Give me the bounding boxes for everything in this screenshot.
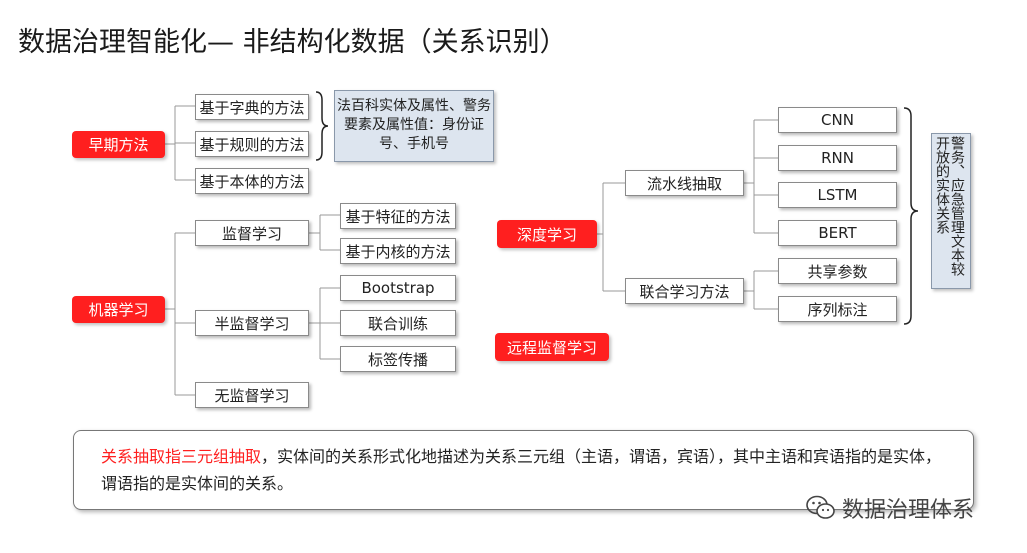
node-bert: BERT bbox=[778, 220, 897, 246]
node-unsupervised-learning: 无监督学习 bbox=[195, 382, 309, 408]
node-rule-method: 基于规则的方法 bbox=[195, 131, 309, 157]
node-co-training: 联合训练 bbox=[340, 310, 456, 336]
node-shared-params: 共享参数 bbox=[778, 258, 897, 284]
node-sequence-labeling: 序列标注 bbox=[778, 296, 897, 322]
wechat-icon bbox=[806, 495, 835, 519]
node-early-methods: 早期方法 bbox=[72, 131, 165, 158]
watermark-text: 数据治理体系 bbox=[842, 498, 975, 523]
node-cnn: CNN bbox=[778, 107, 897, 133]
node-joint-learning: 联合学习方法 bbox=[625, 278, 744, 304]
summary-box: 关系抽取指三元组抽取，实体间的关系形式化地描述为关系三元组（主语，谓语，宾语），… bbox=[73, 430, 974, 510]
node-ontology-method: 基于本体的方法 bbox=[195, 168, 309, 194]
node-bootstrap: Bootstrap bbox=[340, 275, 456, 301]
node-pipeline-extraction: 流水线抽取 bbox=[625, 170, 744, 196]
note-early-methods: 法百科实体及属性、警务要素及属性值：身份证号、手机号 bbox=[334, 90, 494, 162]
watermark: 数据治理体系 bbox=[806, 492, 974, 524]
node-supervised-learning: 监督学习 bbox=[195, 220, 309, 246]
node-lstm: LSTM bbox=[778, 182, 897, 208]
node-rnn: RNN bbox=[778, 145, 897, 171]
node-deep-learning: 深度学习 bbox=[497, 220, 597, 248]
page-title: 数据治理智能化— 非结构化数据（关系识别） bbox=[18, 27, 567, 58]
summary-highlight: 关系抽取指三元组抽取 bbox=[101, 447, 262, 466]
node-dictionary-method: 基于字典的方法 bbox=[195, 94, 309, 120]
node-machine-learning: 机器学习 bbox=[72, 296, 165, 323]
node-label-propagation: 标签传播 bbox=[340, 346, 456, 372]
note-deep-learning: 警务、应急管理文本较开放的实体关系 bbox=[931, 133, 971, 289]
node-feature-method: 基于特征的方法 bbox=[340, 203, 456, 229]
summary-text: ，实体间的关系形式化地描述为关系三元组（主语，谓语，宾语），其中主语和宾语指的是… bbox=[101, 447, 942, 493]
node-kernel-method: 基于内核的方法 bbox=[340, 238, 456, 264]
node-semi-supervised-learning: 半监督学习 bbox=[195, 310, 309, 336]
node-distant-supervision: 远程监督学习 bbox=[495, 333, 609, 361]
